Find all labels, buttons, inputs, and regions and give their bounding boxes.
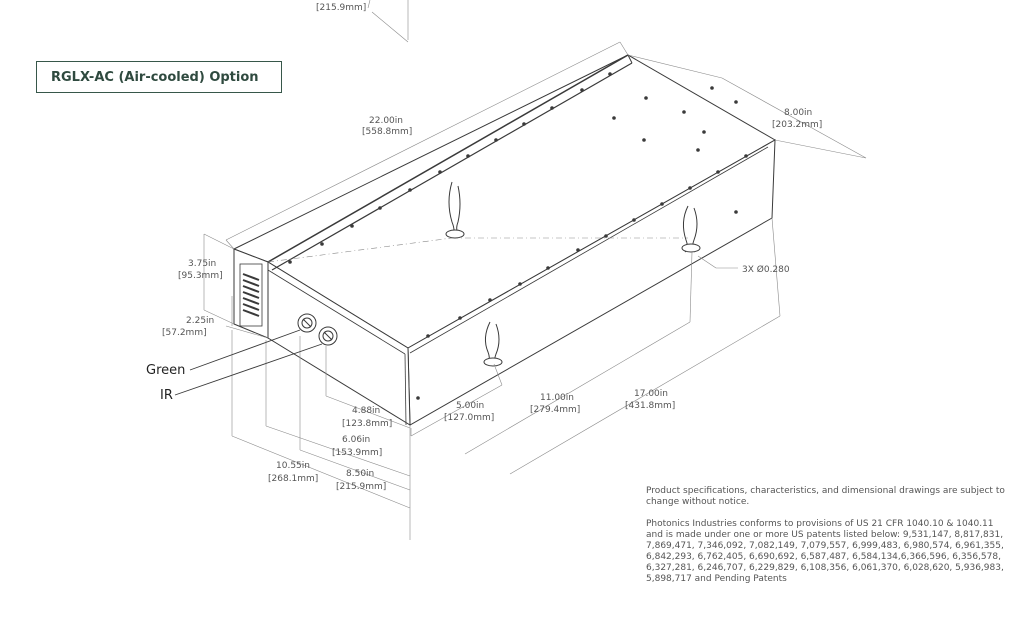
mount-in-label: 8.50in [346, 469, 374, 479]
width-in-label: 8.00in [784, 108, 812, 118]
overall-mm-label: [268.1mm] [268, 474, 318, 484]
length-in-label: 22.00in [369, 116, 403, 126]
foot-b-mm-label: [279.4mm] [530, 405, 580, 415]
output-port-green [297, 313, 317, 333]
option-title-text: RGLX-AC (Air-cooled) Option [51, 69, 259, 85]
mount-mm-label: [215.9mm] [336, 482, 386, 492]
top-fragment-text: [215.9mm] [316, 3, 366, 13]
height-mm-label: [95.3mm] [178, 271, 223, 281]
height-in-label: 3.75in [188, 259, 216, 269]
port-height-in-label: 2.25in [186, 316, 214, 326]
legal-notes: Product specifications, characteristics,… [646, 486, 1006, 596]
overall-in-label: 10.55in [276, 461, 310, 471]
green-port-label: Green [146, 363, 185, 378]
ir-offset-in-label: 4.88in [352, 406, 380, 416]
output-port-ir [318, 326, 338, 346]
ir-port-label: IR [160, 388, 173, 403]
length-mm-label: [558.8mm] [362, 127, 412, 137]
mounting-foot-right [681, 205, 701, 253]
green-offset-mm-label: [153.9mm] [332, 448, 382, 458]
foot-b-in-label: 11.00in [540, 393, 574, 403]
dimension-lines [174, 41, 867, 540]
ir-offset-mm-label: [123.8mm] [342, 419, 392, 429]
dimension-labels: 22.00in [558.8mm] 8.00in [203.2mm] 3.75i… [162, 108, 822, 492]
patents-text: Photonics Industries conforms to provisi… [646, 519, 1004, 584]
width-mm-label: [203.2mm] [772, 120, 822, 130]
option-title: RGLX-AC (Air-cooled) Option [36, 61, 282, 93]
foot-c-mm-label: [431.8mm] [625, 401, 675, 411]
top-fragment: [215.9mm] [316, 0, 409, 43]
vent-grille [239, 263, 263, 327]
foot-a-in-label: 5.00in [456, 401, 484, 411]
port-labels: Green IR [146, 363, 185, 403]
lid-screws [288, 72, 748, 400]
port-height-mm-label: [57.2mm] [162, 328, 207, 338]
hole-callout-label: 3X Ø0.280 [742, 264, 790, 275]
foot-c-in-label: 17.00in [634, 389, 668, 399]
green-offset-in-label: 6.06in [342, 435, 370, 445]
notice-text: Product specifications, characteristics,… [646, 486, 1005, 507]
mounting-foot-back [445, 181, 465, 239]
mounting-foot-front [483, 321, 503, 367]
laser-housing [232, 54, 777, 426]
foot-a-mm-label: [127.0mm] [444, 413, 494, 423]
